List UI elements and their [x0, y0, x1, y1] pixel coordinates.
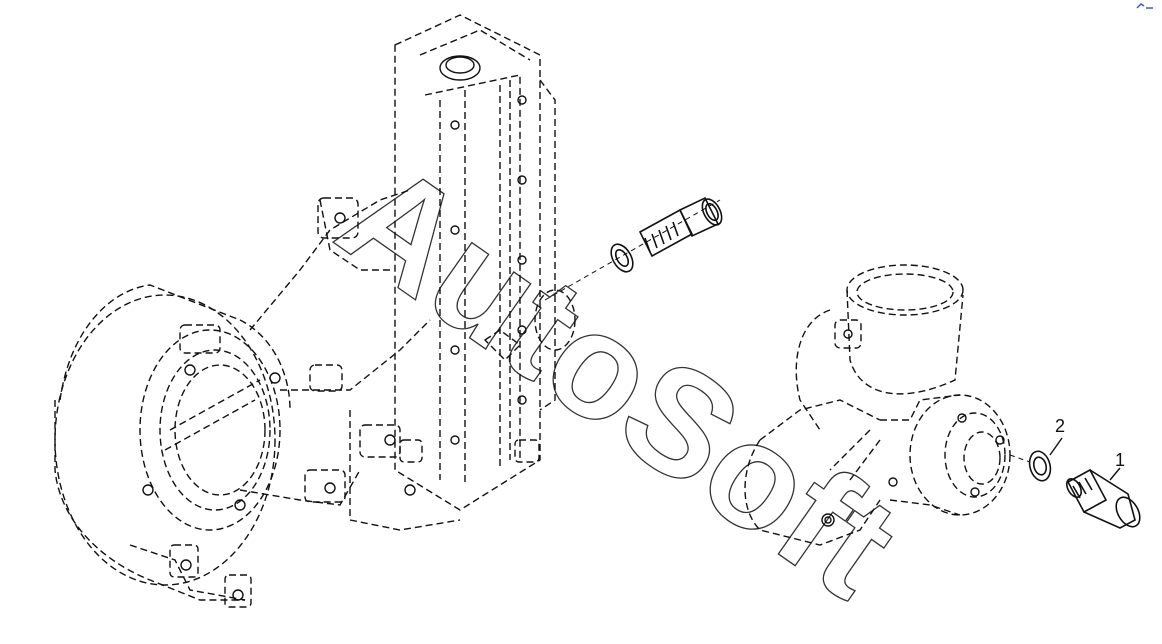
callout-2: 2 [1055, 416, 1065, 436]
left-housing [54, 284, 343, 608]
right-housing [744, 264, 1011, 546]
callout-1: 1 [1115, 450, 1125, 470]
bracket [239, 189, 461, 531]
central-column [394, 14, 576, 511]
watermark-text: AutoSoft [312, 129, 927, 630]
part-1-fitting: 1 [1065, 450, 1141, 529]
corner-mark-icon [1136, 3, 1153, 9]
upper-fitting [544, 196, 723, 301]
part-2-washer: 2 [1009, 416, 1065, 482]
